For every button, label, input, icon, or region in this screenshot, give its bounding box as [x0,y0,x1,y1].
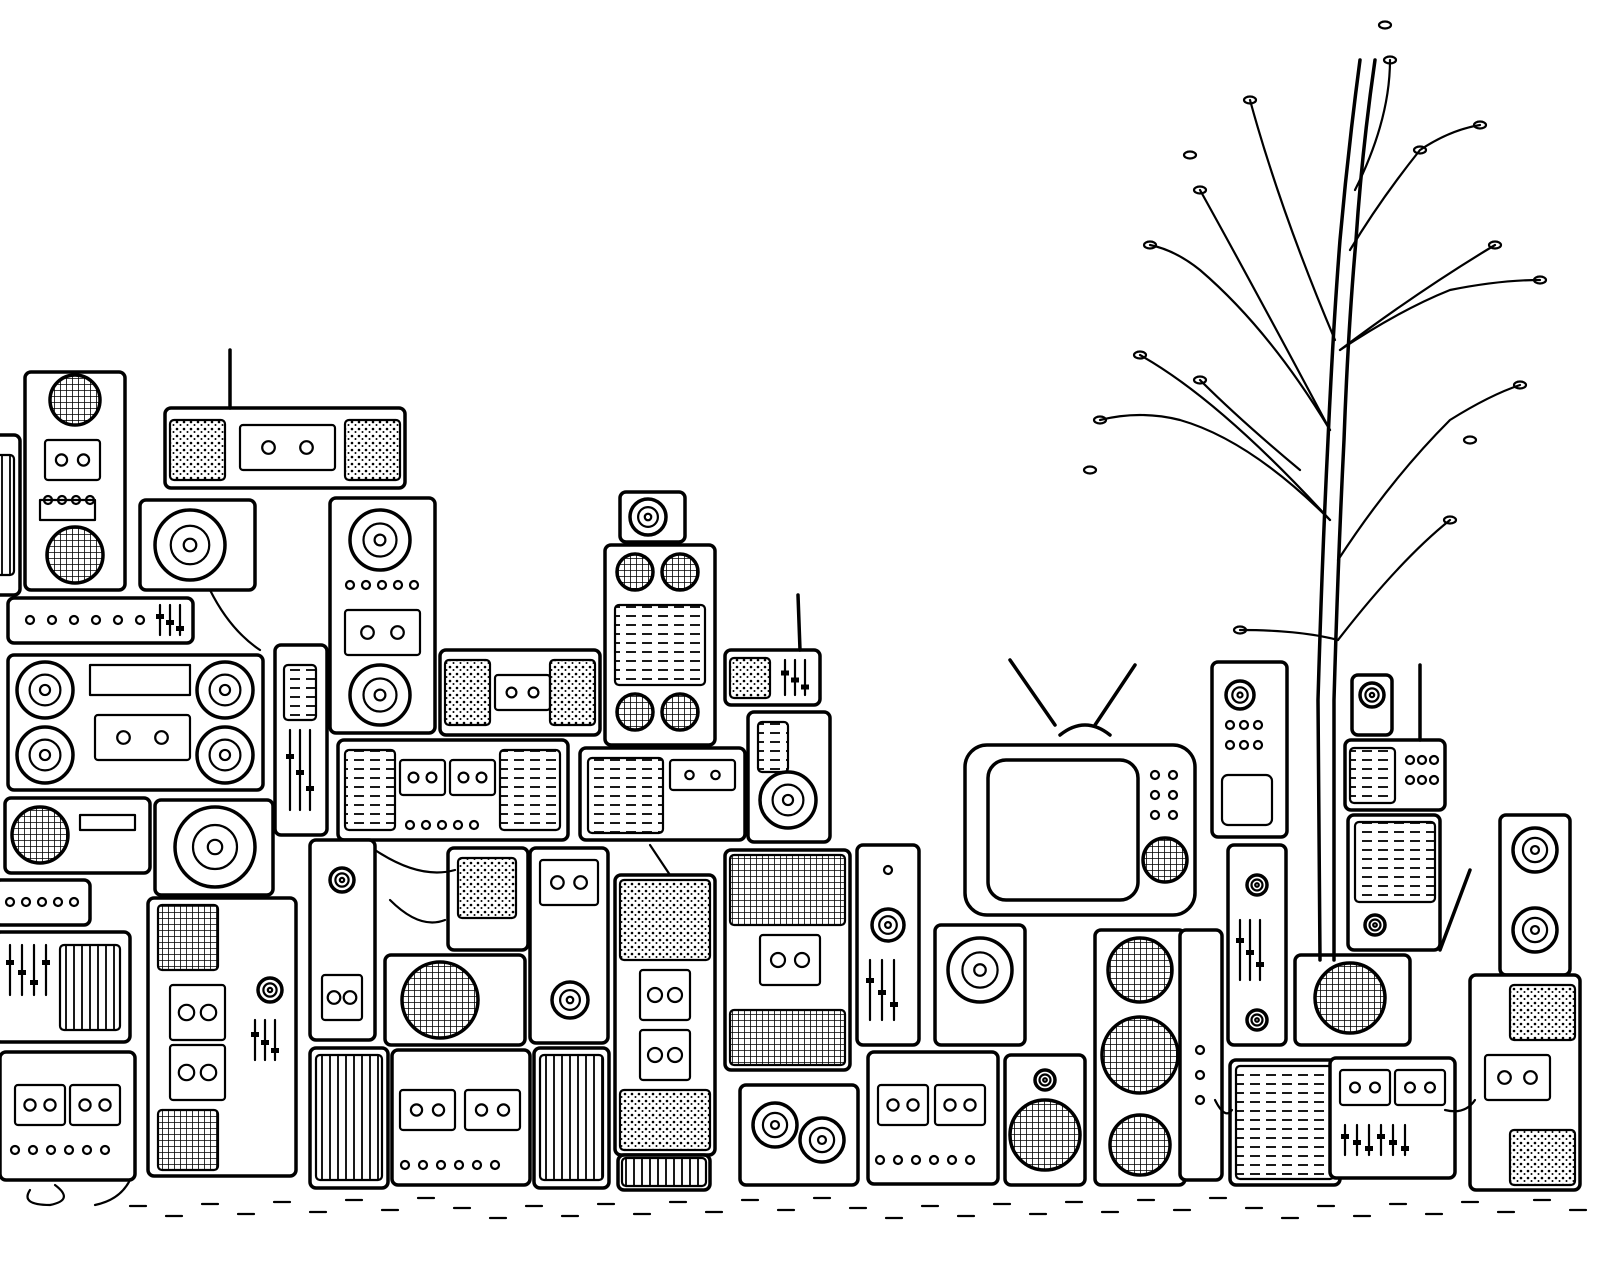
speaker-wide [383,953,527,1047]
electronics-pile [0,348,1582,1207]
leaf [1192,185,1208,195]
grill-cabinet-1 [308,1046,390,1190]
leaf [1232,625,1248,635]
speaker-tall-2 [746,710,832,844]
leaf [1142,240,1158,250]
stacked-unit-left [146,896,298,1178]
tree-branch [1138,353,1332,522]
small-tv [446,846,530,952]
tree-branch [1198,378,1302,472]
leaf [1442,515,1458,525]
narrow-tower [308,838,377,1042]
tree-branch [1336,383,1522,562]
receiver-low [866,1050,1000,1186]
television [963,658,1197,917]
tower-right [528,846,610,1045]
cassette-deck-right [1328,1056,1457,1180]
tall-stereo-left [23,370,127,592]
bare-tree [1082,20,1548,962]
leaf [1092,415,1108,425]
speaker-box-mid [933,923,1027,1047]
leaf [1462,435,1478,445]
speaker-box-low [738,1083,860,1187]
phone-unit [1210,660,1289,839]
radio-mid [3,796,152,875]
leaf [1487,240,1503,250]
round-boombox [438,648,602,737]
cylinder-speaker [613,873,717,1157]
speaker-edge-right [1498,813,1572,977]
radio-tall [1343,663,1447,812]
tower-slim-right [1226,843,1288,1047]
equalizer-left [0,930,132,1044]
speaker-grille-right [1293,953,1412,1047]
mini-speaker [618,490,687,544]
slim-column [1178,928,1224,1182]
speaker-cabinet-2 [153,798,275,897]
leaf [1242,95,1258,105]
amp-small [0,878,92,927]
amplifier-strip [6,596,195,645]
boombox-top [163,348,407,490]
tree-branch [1353,58,1392,192]
leaf [1512,380,1528,390]
hi-fi-deck [390,1048,532,1187]
double-speaker-deck [6,653,265,792]
cylinder-base [616,1153,712,1192]
component-stack [723,848,852,1072]
leaf [1472,120,1488,130]
tree-branch [1248,98,1337,342]
cassette-deck-left [0,1050,137,1182]
ground-line [128,1196,1588,1220]
tree-branch [1348,123,1482,252]
tree-branch [1336,518,1452,642]
grill-cabinet-right [1228,1058,1342,1187]
speaker-cabinet-1 [138,498,257,592]
speaker-grille-round [1003,1053,1087,1187]
dotted-unit [1346,813,1472,952]
leaf [1412,145,1428,155]
tree-branch [1338,243,1497,352]
leaf [1382,55,1398,65]
leaf [1182,150,1198,160]
double-cassette-deck [336,738,570,842]
device-edge-left [0,433,22,597]
leaf [1082,465,1098,475]
tree-branch [1098,413,1332,522]
tall-speaker-right [1093,928,1187,1187]
leaf [1532,275,1548,285]
tall-equalizer [273,643,329,837]
tree-branch [1198,188,1332,432]
tower-stereo [328,496,437,735]
grill-cabinet-2 [532,1046,611,1190]
twin-speaker-unit [603,543,717,747]
receiver-deck [578,746,747,842]
tree-branch [1148,243,1332,432]
leaf [1377,20,1393,30]
leaf [1132,350,1148,360]
stack-edge-right [1468,973,1582,1192]
tree-branch [1238,628,1340,642]
micro-speaker [1350,673,1394,737]
tree-branch [1338,278,1542,352]
leaf [1192,375,1208,385]
small-radio [723,593,822,707]
equalizer-tower [855,843,921,1047]
cables [26,588,1477,1207]
